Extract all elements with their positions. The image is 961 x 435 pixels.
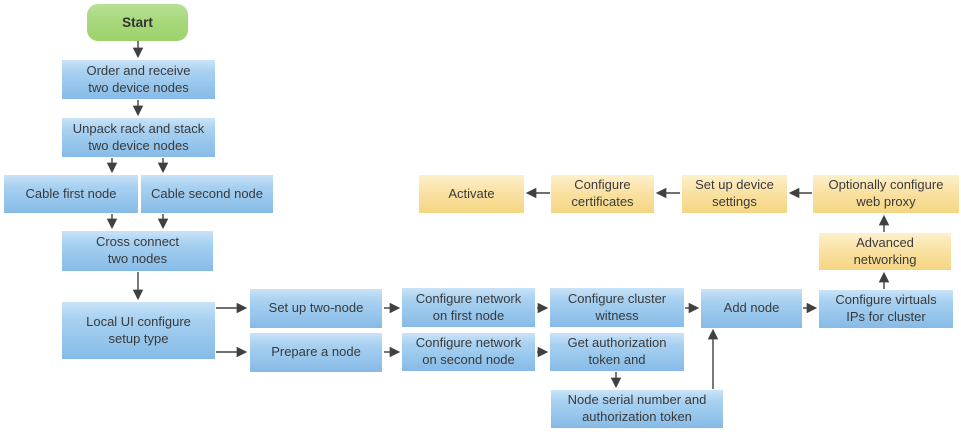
node-prepare-a-node: Prepare a node [250, 333, 382, 372]
node-configure-cluster-witness: Configure cluster witness [550, 288, 684, 327]
node-configure-virtual-ips: Configure virtuals IPs for cluster [819, 290, 953, 328]
node-configure-network-second-node: Configure network on second node [402, 333, 535, 371]
node-configure-network-first-node: Configure network on first node [402, 288, 535, 327]
node-cable-first-node: Cable first node [4, 175, 138, 213]
node-local-ui-configure-setup-type: Local UI configure setup type [62, 302, 215, 359]
node-advanced-networking: Advanced networking [819, 233, 951, 270]
node-start: Start [87, 4, 188, 41]
node-set-up-device-settings: Set up device settings [682, 175, 787, 213]
node-cross-connect: Cross connect two nodes [62, 231, 213, 271]
node-activate: Activate [419, 175, 524, 213]
node-node-serial-number: Node serial number and authorization tok… [551, 390, 723, 428]
node-cable-second-node: Cable second node [141, 175, 273, 213]
node-order-and-receive: Order and receive two device nodes [62, 60, 215, 99]
node-get-authorization-token: Get authorization token and [550, 333, 684, 371]
node-add-node: Add node [701, 289, 802, 328]
node-set-up-two-node: Set up two-node [250, 289, 382, 328]
node-configure-certificates: Configure certificates [551, 175, 654, 213]
node-optionally-configure-web-proxy: Optionally configure web proxy [813, 175, 959, 213]
node-unpack-rack-and-stack: Unpack rack and stack two device nodes [62, 118, 215, 157]
